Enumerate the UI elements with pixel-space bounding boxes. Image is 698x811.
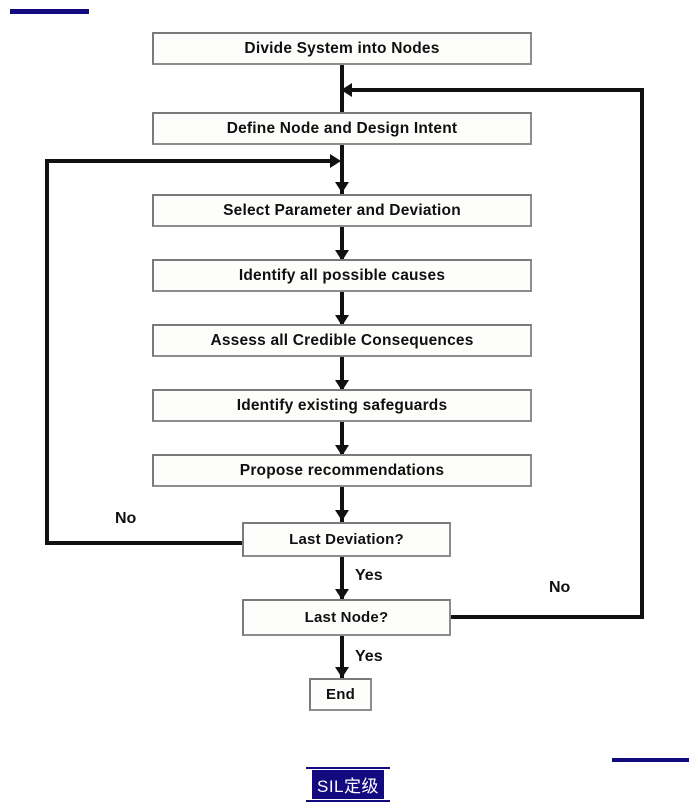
connector-recommend-to-last-deviation <box>340 486 344 526</box>
connector-causes-to-consequences <box>340 291 344 331</box>
node-propose-recommendations[interactable]: Propose recommendations <box>152 454 532 487</box>
connector-deviation-no-horizontal-top <box>45 159 335 163</box>
connector-deviation-no-horizontal-bottom <box>45 541 245 545</box>
connector-node-yes-to-end <box>340 635 344 680</box>
connector-node-no-vertical <box>640 88 644 619</box>
connector-define-to-select <box>340 143 344 198</box>
node-identify-all-possible-causes[interactable]: Identify all possible causes <box>152 259 532 292</box>
branch-label-node-yes: Yes <box>355 648 383 665</box>
node-define-node-and-design-intent[interactable]: Define Node and Design Intent <box>152 112 532 145</box>
connector-node-no-horizontal-bottom <box>449 615 644 619</box>
caption-rule-bottom <box>306 800 390 802</box>
node-assess-all-credible-consequences[interactable]: Assess all Credible Consequences <box>152 324 532 357</box>
connector-deviation-yes-to-last-node <box>340 556 344 604</box>
connector-safeguards-to-recommend <box>340 421 344 461</box>
node-select-parameter-and-deviation[interactable]: Select Parameter and Deviation <box>152 194 532 227</box>
node-divide-system-into-nodes[interactable]: Divide System into Nodes <box>152 32 532 65</box>
arrowhead-consequences-to-safeguards <box>335 380 349 391</box>
arrowhead-node-no-loopback <box>341 83 352 97</box>
connector-select-to-causes <box>340 226 344 266</box>
node-end[interactable]: End <box>309 678 372 711</box>
navy-rule-top-left <box>10 9 89 14</box>
arrowhead-deviation-yes-to-last-node <box>335 589 349 600</box>
arrowhead-recommend-to-last-deviation <box>335 510 349 521</box>
arrowhead-causes-to-consequences <box>335 315 349 326</box>
node-identify-existing-safeguards[interactable]: Identify existing safeguards <box>152 389 532 422</box>
caption-sil-rating-wrap: SIL定级 <box>306 767 390 802</box>
arrowhead-deviation-no-loopback <box>330 154 341 168</box>
branch-label-deviation-no: No <box>115 510 137 527</box>
node-last-deviation[interactable]: Last Deviation? <box>242 522 451 557</box>
arrowhead-safeguards-to-recommend <box>335 445 349 456</box>
node-last-node[interactable]: Last Node? <box>242 599 451 636</box>
caption-sil-rating: SIL定级 <box>312 770 384 799</box>
caption-rule-top <box>306 767 390 769</box>
navy-rule-bottom-right <box>612 758 689 762</box>
connector-consequences-to-safeguards <box>340 356 344 396</box>
arrowhead-node-yes-to-end <box>335 667 349 678</box>
connector-deviation-no-vertical <box>45 159 49 545</box>
arrowhead-define-to-select <box>335 182 349 193</box>
branch-label-node-no: No <box>549 579 571 596</box>
branch-label-deviation-yes: Yes <box>355 567 383 584</box>
connector-node-no-horizontal-top <box>350 88 644 92</box>
arrowhead-select-to-causes <box>335 250 349 261</box>
